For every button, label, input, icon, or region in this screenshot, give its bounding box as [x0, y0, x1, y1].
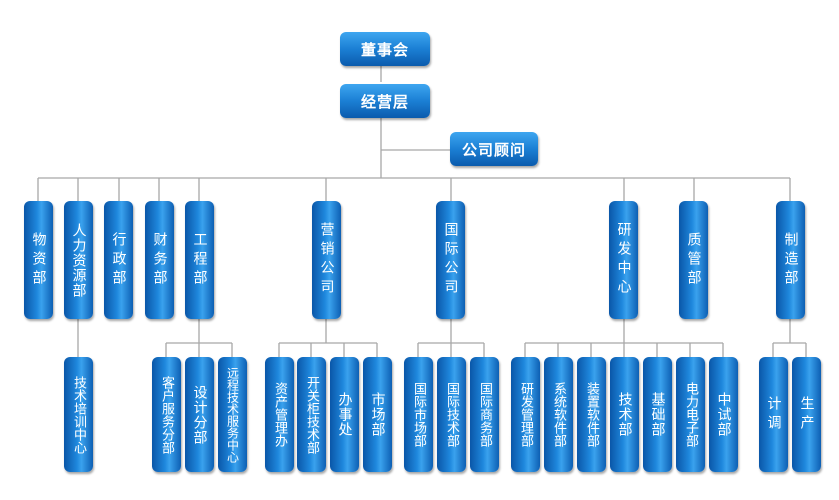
unit-banshichu: 办事处 [330, 357, 359, 472]
management-box: 经营层 [340, 84, 430, 118]
unit-shengchan: 生产 [792, 357, 821, 472]
dept-yanfa: 研发中心 [609, 201, 638, 319]
unit-jichu: 基础部 [643, 357, 672, 472]
unit-zichan: 资产管理办 [265, 357, 294, 472]
unit-zhuangzhi: 装置软件部 [577, 357, 606, 472]
dept-guoji: 国际公司 [436, 201, 465, 319]
dept-yingxiao: 营销公司 [312, 201, 341, 319]
unit-xitong: 系统软件部 [544, 357, 573, 472]
dept-zhiguan: 质管部 [679, 201, 708, 319]
dept-renli: 人力资源部 [64, 201, 93, 319]
dept-wuzi: 物资部 [24, 201, 53, 319]
advisor-box: 公司顾问 [450, 132, 538, 166]
dept-zhizao: 制造部 [776, 201, 805, 319]
unit-jishu: 技术部 [610, 357, 639, 472]
board-box: 董事会 [340, 32, 430, 66]
unit-kaiguangui: 开关柜技术部 [297, 357, 326, 472]
unit-zhongshi: 中试部 [709, 357, 738, 472]
unit-yanfa-guanli: 研发管理部 [511, 357, 540, 472]
dept-gongcheng: 工程部 [185, 201, 214, 319]
dept-xingzheng: 行政部 [104, 201, 133, 319]
unit-guoji-jishu: 国际技术部 [437, 357, 466, 472]
unit-guoji-shangwu: 国际商务部 [470, 357, 499, 472]
unit-jidiao: 计调 [759, 357, 788, 472]
unit-guoji-shichang: 国际市场部 [404, 357, 433, 472]
unit-yuancheng: 远程技术服务中心 [218, 357, 247, 472]
unit-kehu: 客户服务分部 [152, 357, 181, 472]
unit-peixun: 技术培训中心 [64, 357, 93, 472]
unit-shichang: 市场部 [363, 357, 392, 472]
dept-caiwu: 财务部 [145, 201, 174, 319]
unit-dianli: 电力电子部 [676, 357, 705, 472]
unit-sheji: 设计分部 [185, 357, 214, 472]
